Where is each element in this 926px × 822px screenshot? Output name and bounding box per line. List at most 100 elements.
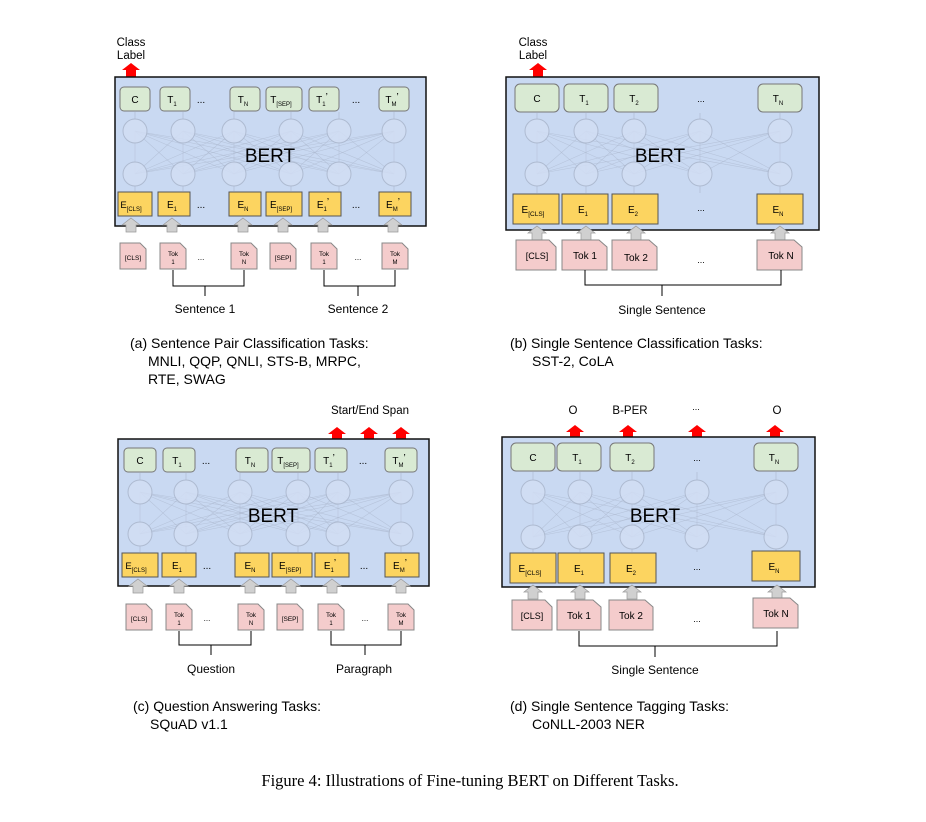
token-row: [CLS] Tok 1 ... Tok N [SEP] Tok 1 ... To… (125, 603, 415, 631)
embedding-box (611, 193, 659, 225)
ellipsis: ... (203, 561, 211, 572)
output-tag: ... (692, 402, 700, 412)
hidden-unit (173, 521, 199, 547)
hidden-unit (326, 161, 352, 187)
embedding-box (121, 552, 159, 578)
ellipsis: ... (352, 200, 360, 211)
input-arrow-icon (312, 217, 334, 233)
bert-label: BERT (245, 146, 296, 167)
token-box (125, 603, 153, 631)
token-label: Tok 1 (573, 251, 597, 262)
panel-caption-tasks: SQuAD v1.1 (150, 716, 228, 732)
token-label: Tok N (768, 251, 794, 262)
embedding-label: E2 (626, 564, 637, 577)
embedding-label: E2 (628, 205, 639, 218)
hidden-unit (684, 479, 710, 505)
hidden-unit (767, 161, 793, 187)
hidden-unit (687, 161, 713, 187)
token-box (387, 603, 415, 631)
hidden-unit (326, 118, 352, 144)
token-index: M (393, 260, 398, 266)
hidden-unit (325, 521, 351, 547)
embedding-label: EN (237, 200, 248, 213)
hidden-unit (687, 118, 713, 144)
output-box (510, 442, 556, 472)
token-label: [SEP] (275, 255, 292, 262)
ellipsis: ... (693, 453, 701, 463)
token-index: M (399, 621, 404, 627)
token-label: Tok (168, 251, 179, 258)
input-arrow-icon (120, 217, 142, 233)
ellipsis: ... (355, 253, 362, 262)
output-label: C (533, 94, 540, 105)
token-label: [CLS] (526, 251, 549, 261)
output-label: T1 (579, 94, 589, 107)
class-label-line1: Class (117, 37, 146, 49)
panel-a: Class Label BERT C T1 ... TN T[SEP] T1’ … (114, 37, 427, 387)
hidden-unit (684, 524, 710, 550)
ellipsis: ... (352, 95, 360, 106)
ellipsis: ... (697, 203, 705, 213)
output-box (384, 447, 418, 473)
group-label: Question (187, 662, 235, 676)
embedding-row: E[CLS] E1 ... EN E[SEP] E1’ ... EM’ (121, 552, 420, 578)
group-label: Paragraph (336, 662, 392, 676)
token-label: [SEP] (282, 616, 299, 623)
embedding-box (384, 552, 420, 578)
hidden-unit (227, 521, 253, 547)
token-row: [CLS] Tok 1 Tok 2 ... Tok N (515, 239, 803, 271)
panel-caption: (b) Single Sentence Classification Tasks… (510, 335, 763, 351)
output-label: C (136, 456, 143, 467)
output-label: TN (238, 95, 248, 108)
embedding-label: E1’ (324, 558, 336, 574)
embedding-label: EN (768, 562, 779, 575)
input-arrow-icon (239, 578, 261, 594)
span-label: Start/End Span (331, 405, 409, 417)
hidden-unit (520, 524, 546, 550)
token-index: 1 (171, 260, 175, 266)
output-box (229, 86, 261, 112)
input-arrow-icon (382, 217, 404, 233)
embedding-box (751, 550, 801, 582)
token-box (269, 242, 297, 270)
output-label: C (131, 95, 138, 106)
output-label: TN (773, 94, 783, 107)
output-box (159, 86, 191, 112)
input-arrow-icon (390, 578, 412, 594)
panel-c: Start/End Span BERT C T1 ... TN T[SEP] T… (117, 405, 430, 732)
output-label: C (529, 453, 536, 464)
hidden-unit (170, 161, 196, 187)
panel-caption-tasks: SST-2, CoLA (532, 353, 614, 369)
hidden-unit (524, 161, 550, 187)
class-label-line2: Label (519, 50, 547, 62)
panel-caption: (a) Sentence Pair Classification Tasks: (130, 335, 369, 351)
ellipsis: ... (360, 561, 368, 572)
hidden-unit (573, 161, 599, 187)
embedding-box (234, 552, 270, 578)
hidden-unit (567, 524, 593, 550)
input-arrow-icon (161, 217, 183, 233)
ellipsis: ... (693, 614, 701, 624)
input-arrow-icon (569, 584, 591, 600)
hidden-unit (127, 479, 153, 505)
input-arrow-icon (168, 578, 190, 594)
output-arrow-icon (328, 427, 346, 441)
class-label-line1: Class (519, 37, 548, 49)
hidden-unit (278, 118, 304, 144)
token-label: Tok 2 (624, 253, 648, 264)
token-label: Tok (390, 251, 401, 258)
hidden-unit (621, 118, 647, 144)
token-box (237, 603, 265, 631)
hidden-unit (221, 118, 247, 144)
token-box (556, 599, 602, 631)
sentence-bracket (578, 631, 778, 657)
output-label: T2 (629, 94, 639, 107)
output-arrow-icon (122, 63, 140, 77)
token-label: Tok (396, 612, 407, 619)
output-box (123, 447, 157, 473)
output-box (235, 447, 269, 473)
input-arrows (120, 217, 404, 233)
hidden-unit (524, 118, 550, 144)
group-label: Single Sentence (618, 303, 706, 317)
